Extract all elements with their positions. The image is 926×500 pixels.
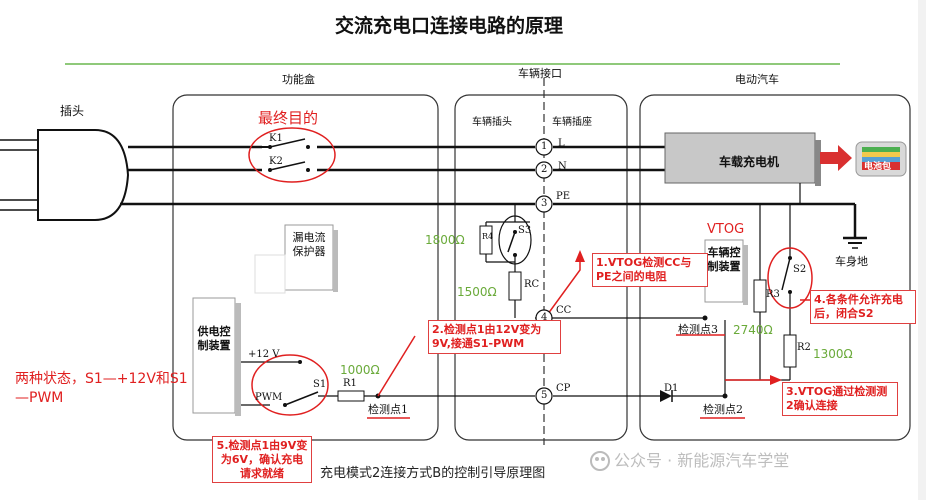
ground-label: 车身地 (835, 255, 868, 268)
watermark: 公众号 · 新能源汽车学堂 (614, 451, 790, 470)
callout-4: 4.各条件允许充电后，闭合S2 (810, 290, 916, 324)
pin-cp-label: CP (556, 383, 571, 394)
callout-2: 2.检测点1由12V变为9V,接通S1-PWM (428, 320, 561, 354)
vehicle-socket-label: 车辆插座 (552, 117, 592, 128)
final-goal-ring (248, 127, 336, 183)
r3-label: R3 (766, 289, 780, 300)
d1-label: D1 (664, 383, 679, 394)
watermark-icon (590, 451, 610, 471)
pin-l-label: L (558, 138, 565, 149)
pin-4: 4 (541, 312, 548, 323)
d1-diode (660, 390, 672, 402)
caption: 充电模式2连接方式B的控制引导原理图 (320, 466, 546, 481)
s2-label: S2 (793, 264, 807, 275)
s1-label: S1 (313, 379, 327, 390)
pwm-label: PWM (255, 392, 283, 403)
callout-3: 3.VTOG通过检测测2确认连接 (782, 382, 898, 416)
onboard-charger-box (664, 132, 816, 184)
s1-ring (251, 354, 329, 416)
section-electric-vehicle: 电动汽车 (735, 73, 779, 86)
r2-value: 1300Ω (813, 347, 853, 361)
r3-value: 2740Ω (733, 323, 773, 337)
s3-ring (498, 215, 532, 265)
s2-ring (767, 247, 813, 309)
k2-label: K2 (269, 156, 283, 167)
power-control-label: 供电控制装置 (197, 325, 231, 353)
onboard-charger-label: 车载充电机 (719, 155, 780, 169)
vehicle-plug-label: 车辆插头 (472, 117, 512, 128)
r3-resistor (753, 279, 767, 313)
pin-5: 5 (541, 390, 548, 401)
power-control-box (192, 297, 236, 414)
rc-value: 1500Ω (457, 285, 497, 299)
detect-point-2-label: 检测点2 (703, 403, 743, 416)
pin-3: 3 (541, 198, 548, 209)
plug-label: 插头 (60, 104, 85, 118)
leakage-protector-box (284, 224, 334, 291)
section-function-box: 功能盒 (282, 73, 315, 86)
r1-value: 1000Ω (340, 363, 380, 377)
leakage-protector-label: 漏电流保护器 (292, 231, 326, 259)
vtog-label: VTOG (707, 222, 745, 237)
r2-label: R2 (797, 342, 811, 353)
two-states-note: 两种状态，S1—+12V和S1—PWM (15, 371, 188, 406)
page-title: 交流充电口连接电路的原理 (335, 15, 564, 37)
final-goal-label: 最终目的 (258, 109, 319, 127)
r2-resistor (783, 334, 797, 368)
pin-circles (535, 138, 553, 405)
section-vehicle-interface: 车辆接口 (518, 67, 562, 80)
rc-resistor (508, 271, 522, 301)
vehicle-control-label: 车辆控制装置 (707, 246, 741, 274)
r1-resistor (337, 390, 365, 402)
charge-arrow (820, 145, 852, 171)
pin-cc-label: CC (556, 305, 572, 316)
r4-value: 1800Ω (425, 233, 465, 247)
scrollbar[interactable] (918, 0, 926, 500)
rc-label: RC (524, 279, 540, 290)
plug-body (37, 129, 130, 221)
pin-n-label: N (558, 161, 567, 172)
detect-point-3-label: 检测点3 (678, 323, 718, 336)
s3-label: S3 (518, 225, 532, 236)
r1-label: R1 (343, 378, 357, 389)
pin-pe-label: PE (556, 191, 571, 202)
pin-2: 2 (541, 164, 548, 175)
callout-1: 1.VTOG检测CC与PE之间的电阻 (592, 253, 708, 287)
detect-point-1-label: 检测点1 (368, 403, 408, 416)
battery-pack-label: 电池包 (864, 162, 892, 172)
r4-label: R4 (482, 232, 494, 241)
pin-1: 1 (541, 141, 548, 152)
plus12v-label: +12 V (248, 349, 280, 360)
callout-5: 5.检测点1由9V变为6V，确认充电请求就绪 (212, 436, 312, 484)
k1-label: K1 (269, 133, 283, 144)
